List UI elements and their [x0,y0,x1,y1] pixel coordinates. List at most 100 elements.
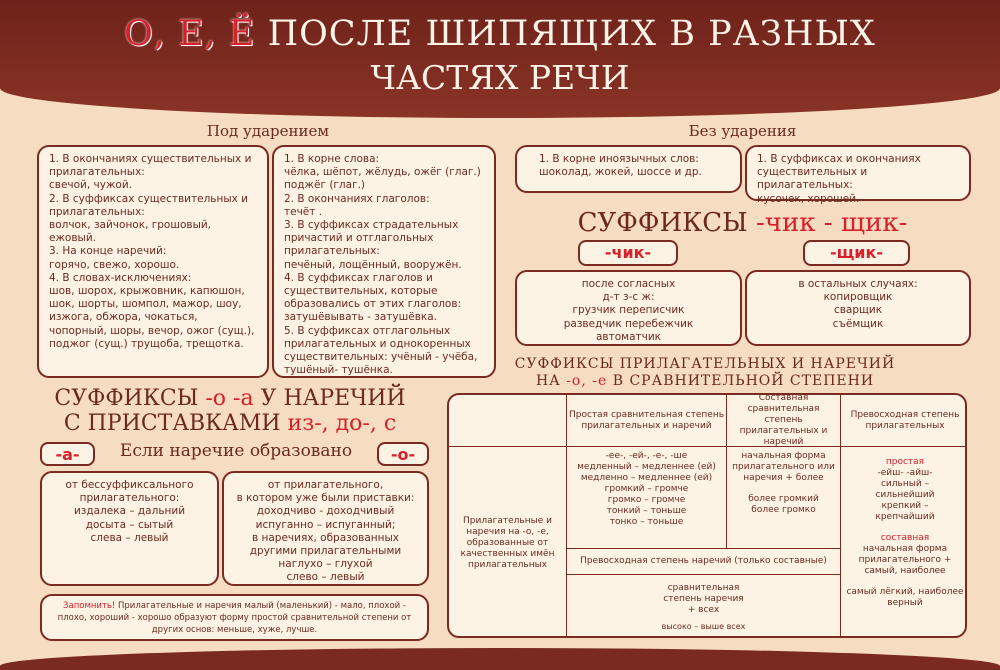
text-line: -ее-, -ей-, -е-, -ше [605,451,688,461]
header-compound: Составная сравнительная степень прилагат… [727,395,841,447]
text-line: грузчик переписчик [572,304,685,317]
stressed-label: Под ударением [206,122,330,140]
text-line: + всех [687,605,720,615]
text-line: доходчиво - доходчивый [256,505,395,518]
text-line: шоколад, жокей, шоссе и др. [539,166,702,179]
text-line: 1. В корне иноязычных слов: [539,153,699,165]
text-line: досыта – сытый [85,518,174,531]
text-line: медленно – медленнее (ей) [580,473,713,483]
text-line: после согласных [581,278,676,290]
text-line: более громко [751,505,816,515]
text-line: тонко – тоньше [609,517,684,527]
text-line: свечой, чужой. [49,179,133,192]
text-line: самый лёгкий, наиболее верный [846,587,964,608]
cell-compound: начальная форма прилагательного или наре… [727,447,841,549]
text-line: разведчик перебежчик [563,317,694,330]
text-line: волчок, зайчонок, грошовый, ежовый. [49,219,212,245]
tag-chik: -чик- [578,240,678,266]
chik-title: СУФФИКСЫ -чик - щик- [577,208,908,238]
unstressed-label: Без ударения [688,122,797,140]
table-corner [449,395,567,447]
text-line: горячо, свежо, хорошо. [49,258,180,271]
tag-o: -о- [377,442,429,466]
text-line: 1. В корне слова: [284,153,380,165]
adverbs-a-box: от бессуффиксального прилагательного:изд… [40,471,219,586]
adverbs-o-box: от прилагательного,в котором уже были пр… [222,471,429,586]
text-line: сварщик [833,304,883,317]
text-line: затушёвывать - затушёвка. [284,311,438,324]
text-line [845,577,965,587]
title-line2: ЧАСТЯХ РЕЧИ [370,58,630,97]
text-line: издалека – дальний [73,505,186,518]
text-line: слева – левый [90,531,169,544]
poster-title: О, Е, Ё ПОСЛЕ ШИПЯЩИХ В РАЗНЫХ ЧАСТЯХ РЕ… [0,0,1000,97]
text-line: копировщик [823,291,893,304]
text-line: сильнейший [875,490,935,500]
text-line: сравнительная [667,583,740,593]
adverbs-title: СУФФИКСЫ -о -а У НАРЕЧИЙ С ПРИСТАВКАМИ и… [54,386,406,436]
text-line: слево – левый [286,571,365,584]
note-box: Запомнить! Прилагательные и наречия малы… [40,594,429,641]
text-line: испуганно – испуганный; [255,518,396,531]
text-line: сильный – [880,479,930,489]
unstressed-right-box: 1. В суффиксах и окончаниях существитель… [745,145,971,205]
text-line: 3. На конце наречий: [49,245,167,258]
tag-shchik: -щик- [803,240,910,266]
text-line: крепкий – [881,501,929,511]
text-line: печёный, лощённый, вооружён. [284,258,462,271]
text-line: -ейш- -айш- [877,468,933,478]
text-line: начальная форма прилагательного или наре… [732,451,835,483]
text-line: в наречиях, образованных [251,531,400,544]
title-letters: О, Е, Ё [124,14,256,54]
unstressed-left-box: 1. В корне иноязычных слов:шоколад, жоке… [515,145,742,193]
text-line: громко – громче [607,495,686,505]
text-line: съёмщик [832,317,884,330]
cell-adv-super: Превосходная степень наречий (только сос… [567,549,841,575]
text-line: чёлка, шёпот, жёлудь, ожёг (глаг.) поджё… [284,166,481,192]
text-line: более громкий [748,494,819,504]
text-line: тонкий – тоньше [606,506,687,516]
stressed-left-box: 1. В окончаниях существительных и прилаг… [37,145,269,378]
text-line: 1. В суффиксах и окончаниях существитель… [757,153,921,192]
text-line: степень наречия [663,594,744,604]
text-line: в котором уже были приставки: [236,492,415,505]
header-band [0,0,1000,118]
header-superlative: Превосходная степень прилагательных [841,395,965,447]
title-line1: ПОСЛЕ ШИПЯЩИХ В РАЗНЫХ [255,14,876,54]
header-simple: Простая сравнительная степень прилагател… [567,395,727,447]
text-line: 1. В окончаниях существительных и прилаг… [49,153,252,179]
text-line: другими прилагательными [249,545,402,558]
text-line: в остальных случаях: [798,278,918,290]
text-line: 2. В окончаниях глаголов: [284,192,430,205]
text-line: громкий – громче [604,484,689,494]
text-line: 4. В суффиксах глаголов и существительны… [284,271,462,311]
text-line: шов, шорох, крыжовник, капюшон, шок, шор… [49,285,255,350]
text-line: 3. В суффиксах страдательных причастий и… [284,219,459,258]
text-line: начальная форма прилагательного + самый,… [858,544,952,576]
text-line: автоматчик [595,330,661,343]
text-line: 2. В суффиксах существительных и прилага… [49,192,249,218]
text-line: 4. В словах-исключениях: [49,271,192,284]
text-line: кусочек, хорошей. [757,192,860,205]
adverbs-subtitle: Если наречие образовано [119,441,353,461]
footer-band [0,648,1000,670]
tag-a: -а- [40,442,95,466]
text-line [727,484,840,494]
text-line: от прилагательного, [267,479,384,491]
text-line: течёт . [284,205,323,218]
text-line: крепчайший [875,512,935,522]
text-line: наглухо – глухой [278,558,373,571]
text-line: медленный – медленнее (ей) [577,462,716,472]
text-line: д-т з-с ж: [602,291,655,304]
text-line: 5. В суффиксах отглагольных прилагательн… [284,324,478,377]
row-label: Прилагательные и наречия на -о, -е, обра… [449,447,567,636]
comparative-title: СУФФИКСЫ ПРИЛАГАТЕЛЬНЫХ И НАРЕЧИЙ НА -о,… [514,356,896,389]
text-line: от бессуффиксального прилагательного: [65,479,194,505]
comparative-table: Простая сравнительная степень прилагател… [447,393,967,638]
stressed-right-box: 1. В корне слова:чёлка, шёпот, жёлудь, о… [272,145,496,378]
